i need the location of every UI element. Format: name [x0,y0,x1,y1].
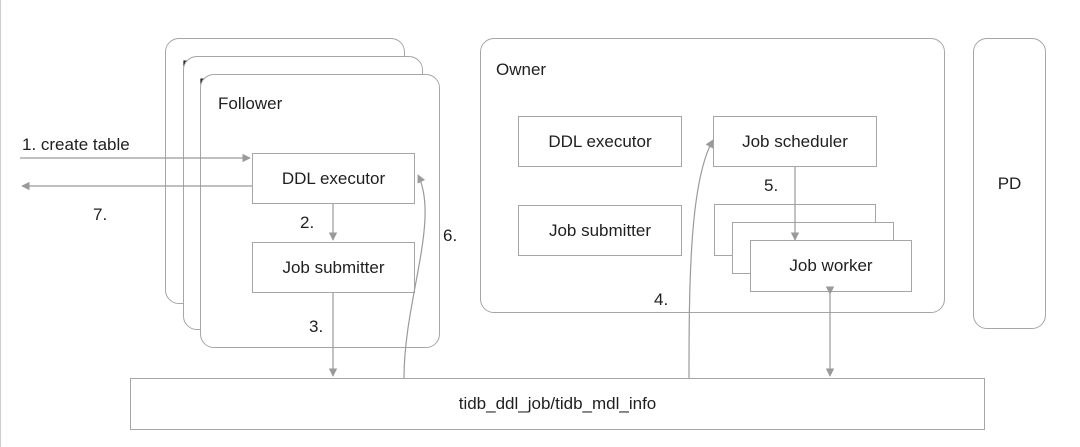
step-3-label: 3. [309,317,324,336]
step-1-label: 1. create table [22,135,130,154]
follower-ddl-executor-box: DDL executor [252,153,415,204]
step-2-label: 2. [300,213,315,232]
left-border-line [0,0,1,447]
job-scheduler-box: Job scheduler [713,116,877,167]
owner-ddl-executor-box: DDL executor [518,116,682,167]
step-6-label: 6. [443,226,458,245]
owner-job-submitter-box: Job submitter [518,205,682,256]
storage-table-box: tidb_ddl_job/tidb_mdl_info [130,378,985,430]
step-5-label: 5. [764,176,779,195]
pd-panel: PD [973,38,1046,329]
step-4-label: 4. [654,290,669,309]
step-7-label: 7. [93,205,108,224]
follower-panel-front [200,74,440,348]
owner-title: Owner [496,60,547,79]
follower-title: Follower [218,94,283,113]
follower-job-submitter-box: Job submitter [252,242,415,293]
pd-label: PD [997,173,1022,193]
job-worker-box-front: Job worker [750,240,912,292]
